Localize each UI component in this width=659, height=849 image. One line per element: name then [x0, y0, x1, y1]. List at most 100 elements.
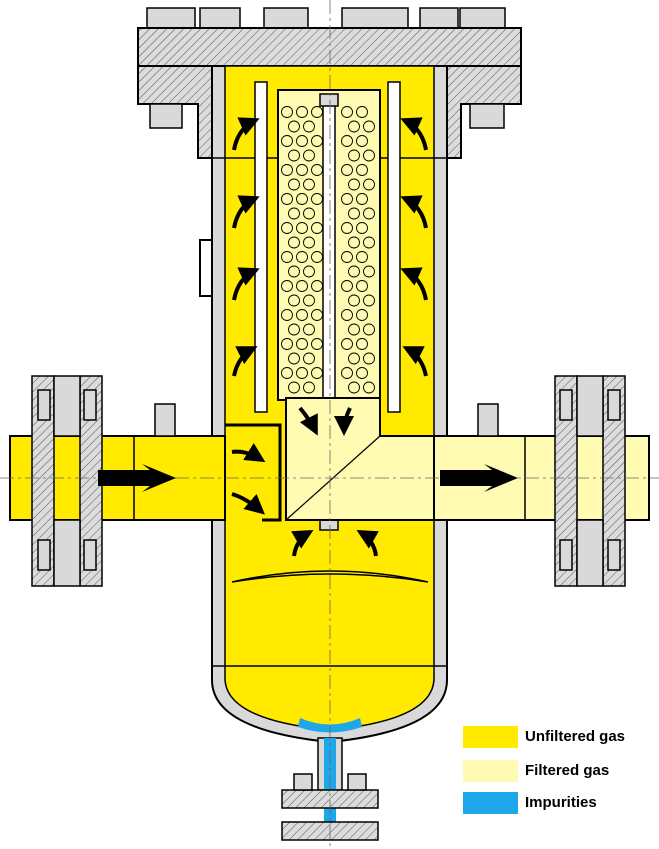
- perforation-hole: [363, 120, 375, 133]
- perforation-hole: [348, 352, 360, 365]
- legend-swatch: [463, 726, 518, 748]
- outlet-flanges: [477, 375, 626, 587]
- perforation-hole: [348, 207, 360, 220]
- perforation-hole: [311, 280, 323, 292]
- perforation-hole: [363, 236, 375, 249]
- perforation-hole: [311, 193, 323, 205]
- perforation-hole: [341, 135, 353, 147]
- perforation-hole: [303, 323, 315, 336]
- inlet-flanges: [31, 375, 176, 587]
- perforation-hole: [356, 367, 368, 379]
- perforation-hole: [348, 178, 360, 191]
- perforation-hole: [288, 207, 300, 220]
- perforation-hole: [296, 193, 308, 205]
- deflector-plate: [231, 570, 429, 583]
- perforation-hole: [281, 251, 293, 263]
- perforation-hole: [288, 323, 300, 336]
- outlet-arrow: [440, 464, 518, 492]
- perforation-hole: [341, 164, 353, 176]
- perforation-hole: [356, 251, 368, 263]
- perforation-hole: [281, 367, 293, 379]
- perforation-hole: [288, 120, 300, 133]
- perforation-hole: [296, 367, 308, 379]
- inlet-arrow: [98, 464, 176, 492]
- perforation-hole: [288, 381, 300, 394]
- perforation-hole: [348, 236, 360, 249]
- legend-item-filtered: Filtered gas: [463, 760, 653, 784]
- perforation-hole: [356, 338, 368, 350]
- top-bolt-nuts-lower: [149, 103, 505, 129]
- perforation-hole: [356, 106, 368, 118]
- perforation-hole: [363, 323, 375, 336]
- perforation-hole: [281, 222, 293, 234]
- perforation-hole: [356, 164, 368, 176]
- perforation-hole: [348, 294, 360, 307]
- flow-arrows: [231, 117, 428, 557]
- legend-swatch: [463, 760, 518, 782]
- perforation-hole: [281, 338, 293, 350]
- perforation-hole: [363, 265, 375, 278]
- perforation-hole: [348, 120, 360, 133]
- perforation-hole: [356, 309, 368, 321]
- legend-swatch: [463, 792, 518, 814]
- perforation-hole: [363, 178, 375, 191]
- perforation-hole: [281, 106, 293, 118]
- perforation-hole: [363, 294, 375, 307]
- side-handle: [199, 239, 212, 297]
- perforation-hole: [303, 120, 315, 133]
- perforation-hole: [296, 222, 308, 234]
- perforation-hole: [311, 135, 323, 147]
- perforation-hole: [363, 352, 375, 365]
- top-cover-flange: [137, 27, 522, 67]
- perforation-hole: [363, 381, 375, 394]
- perforation-hole: [363, 207, 375, 220]
- perforation-hole: [311, 251, 323, 263]
- perforation-hole: [356, 193, 368, 205]
- perforation-hole: [348, 149, 360, 162]
- perforation-hole: [288, 149, 300, 162]
- perforation-hole: [303, 236, 315, 249]
- perforation-hole: [348, 381, 360, 394]
- inlet-baffle: [225, 423, 282, 522]
- perforation-hole: [356, 222, 368, 234]
- perforation-hole: [341, 222, 353, 234]
- perforation-hole: [281, 135, 293, 147]
- perforation-hole: [341, 309, 353, 321]
- legend-label: Unfiltered gas: [525, 728, 626, 745]
- perforation-hole: [288, 236, 300, 249]
- perforation-hole: [303, 178, 315, 191]
- perforation-hole: [288, 265, 300, 278]
- perforation-hole: [296, 280, 308, 292]
- tie-rod-nut-top: [319, 93, 339, 107]
- perforation-hole: [311, 367, 323, 379]
- filter-rod-left: [254, 81, 268, 413]
- drain-flanges: [281, 773, 379, 841]
- perforation-hole: [341, 280, 353, 292]
- perforation-hole: [296, 164, 308, 176]
- perforation-hole: [296, 338, 308, 350]
- perforation-hole: [296, 106, 308, 118]
- perforation-hole: [303, 352, 315, 365]
- perforation-hole: [341, 338, 353, 350]
- perforation-hole: [281, 164, 293, 176]
- perforation-hole: [341, 106, 353, 118]
- perforation-hole: [341, 251, 353, 263]
- perforation-hole: [311, 309, 323, 321]
- perforation-hole: [296, 251, 308, 263]
- filter-rod-right: [387, 81, 401, 413]
- perforation-hole: [311, 164, 323, 176]
- legend-item-impurities: Impurities: [463, 792, 653, 816]
- perforation-hole: [356, 135, 368, 147]
- perforation-hole: [303, 294, 315, 307]
- perforation-hole: [356, 280, 368, 292]
- perforation-hole: [288, 352, 300, 365]
- filter-perforations: [281, 106, 375, 394]
- perforation-hole: [341, 367, 353, 379]
- perforation-hole: [341, 193, 353, 205]
- perforation-hole: [311, 106, 323, 118]
- perforation-hole: [303, 207, 315, 220]
- top-bolts: [146, 7, 506, 29]
- perforation-hole: [281, 309, 293, 321]
- perforation-hole: [348, 323, 360, 336]
